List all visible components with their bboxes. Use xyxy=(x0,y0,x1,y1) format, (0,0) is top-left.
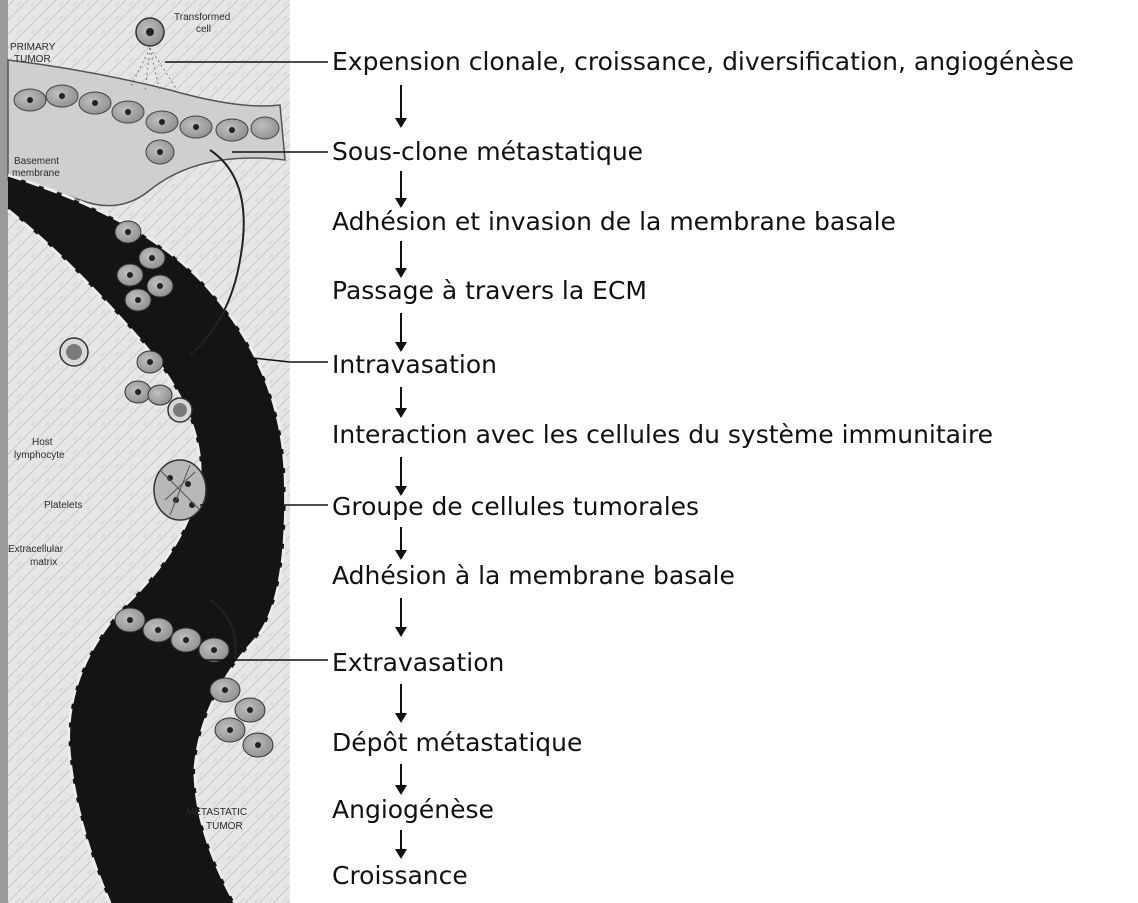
step-growth: Croissance xyxy=(332,861,468,891)
step-basement-adhesion: Adhésion à la membrane basale xyxy=(332,561,735,591)
arrow-down-icon xyxy=(400,457,402,487)
step-tumor-cell-group: Groupe de cellules tumorales xyxy=(332,492,699,522)
step-clonal-expansion: Expension clonale, croissance, diversifi… xyxy=(332,47,1074,77)
step-intravasation: Intravasation xyxy=(332,350,497,380)
label-extracellular-matrix: Extracellular xyxy=(8,544,64,555)
arrow-down-icon xyxy=(400,171,402,199)
arrow-down-icon xyxy=(400,241,402,269)
label-primary-tumor: TUMOR xyxy=(14,54,51,65)
arrow-down-icon xyxy=(400,85,402,119)
arrow-down-icon xyxy=(400,684,402,714)
arrow-down-icon xyxy=(400,830,402,850)
arrow-down-icon xyxy=(400,387,402,409)
step-basement-invasion: Adhésion et invasion de la membrane basa… xyxy=(332,207,896,237)
connector-lines xyxy=(290,0,340,903)
step-immune-interaction: Interaction avec les cellules du système… xyxy=(332,420,993,450)
label-host-lymphocyte: Host xyxy=(32,437,53,448)
arrow-down-icon xyxy=(400,313,402,343)
label-basement-membrane: membrane xyxy=(12,168,60,179)
label-extracellular-matrix: matrix xyxy=(30,557,57,568)
arrow-down-icon xyxy=(400,527,402,551)
label-metastatic-tumor: METASTATIC xyxy=(186,807,247,818)
label-transformed-cell: Transformed xyxy=(174,12,230,23)
step-extravasation: Extravasation xyxy=(332,648,504,678)
platelet-cluster xyxy=(154,460,206,520)
label-host-lymphocyte: lymphocyte xyxy=(14,450,65,461)
label-basement-membrane: Basement xyxy=(14,156,59,167)
step-angiogenesis: Angiogénèse xyxy=(332,795,494,825)
step-metastatic-subclone: Sous-clone métastatique xyxy=(332,137,643,167)
label-metastatic-tumor: TUMOR xyxy=(206,821,243,832)
metastasis-illustration: Transformed cell PRIMARY TUMOR Basement … xyxy=(0,0,290,903)
left-edge-shadow xyxy=(0,0,8,903)
step-metastatic-deposit: Dépôt métastatique xyxy=(332,728,582,758)
arrow-down-icon xyxy=(400,764,402,786)
step-ecm-passage: Passage à travers la ECM xyxy=(332,276,647,306)
arrow-down-icon xyxy=(400,598,402,628)
label-platelets: Platelets xyxy=(44,500,82,511)
label-primary-tumor: PRIMARY xyxy=(10,42,56,53)
label-transformed-cell: cell xyxy=(196,24,211,35)
